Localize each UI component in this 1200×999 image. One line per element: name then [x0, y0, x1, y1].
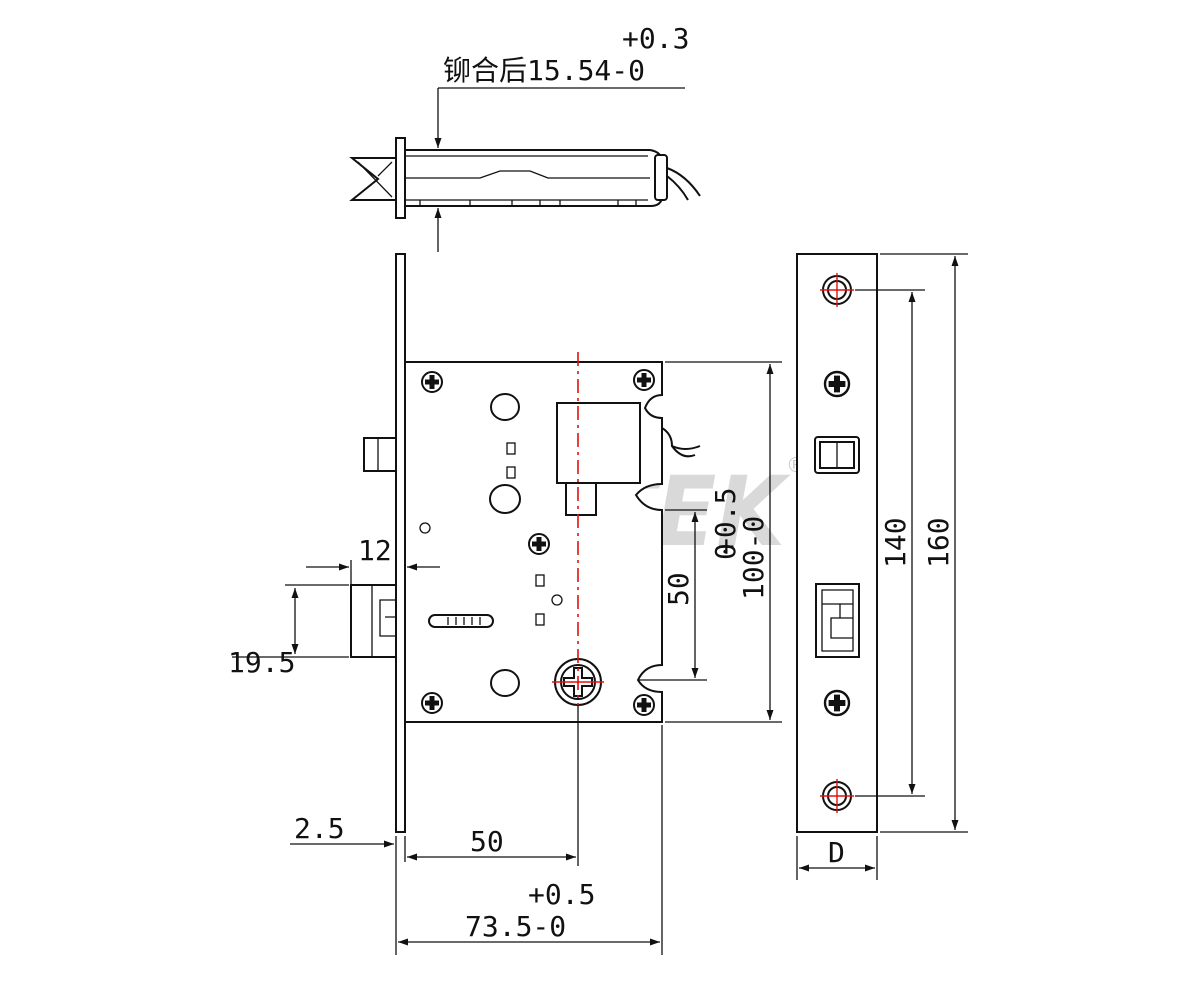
dim-case-depth: 73.5-0 [465, 910, 566, 943]
case-screw-bottom-left [421, 692, 443, 714]
case-screw-top-left [421, 371, 443, 393]
dim-faceplate-width: D [828, 836, 845, 869]
case-screw-bottom-right [633, 694, 655, 716]
front-view [350, 253, 701, 833]
faceplate-screw-lower [823, 689, 851, 717]
top-tolerance-label: +0.3 [622, 22, 689, 55]
front-view-faceplate [395, 253, 406, 833]
top-view-latch [349, 157, 397, 201]
dim-hole-spacing: 140 [879, 517, 912, 568]
dim-case-depth-tolerance: +0.5 [528, 878, 595, 911]
case-screw-center [528, 533, 550, 555]
front-view-dimensions: 12 19.5 50 +0.5 0 100-0 2.5 50 +0 [228, 361, 782, 955]
dim-latch-throw: 12 [358, 534, 392, 567]
top-dimension-label: 铆合后15.54-0 [443, 54, 645, 87]
dim-latch-height: 19.5 [228, 646, 295, 679]
faceplate-latch-opening [815, 583, 860, 658]
dim-case-height-base: 0 [709, 543, 742, 560]
faceplate-outline [796, 253, 878, 833]
dim-faceplate-thickness: 2.5 [294, 812, 345, 845]
cylinder-housing [556, 402, 641, 484]
dim-backset: 50 [470, 825, 504, 858]
dim-faceplate-length: 160 [922, 517, 955, 568]
top-view-faceplate [395, 137, 406, 219]
dim-case-height: 100-0 [737, 516, 770, 600]
top-view: +0.3 铆合后15.54-0 [349, 22, 701, 252]
case-screw-top-right [633, 369, 655, 391]
deadbolt [363, 437, 397, 472]
dim-case-height-tolerance: +0.5 [709, 488, 742, 555]
latch-bolt [350, 584, 397, 658]
faceplate-view-dimensions: 140 160 D [796, 253, 968, 880]
faceplate-screw-upper [823, 370, 851, 398]
dim-center-distance: 50 [662, 572, 695, 606]
faceplate-view [796, 253, 878, 833]
